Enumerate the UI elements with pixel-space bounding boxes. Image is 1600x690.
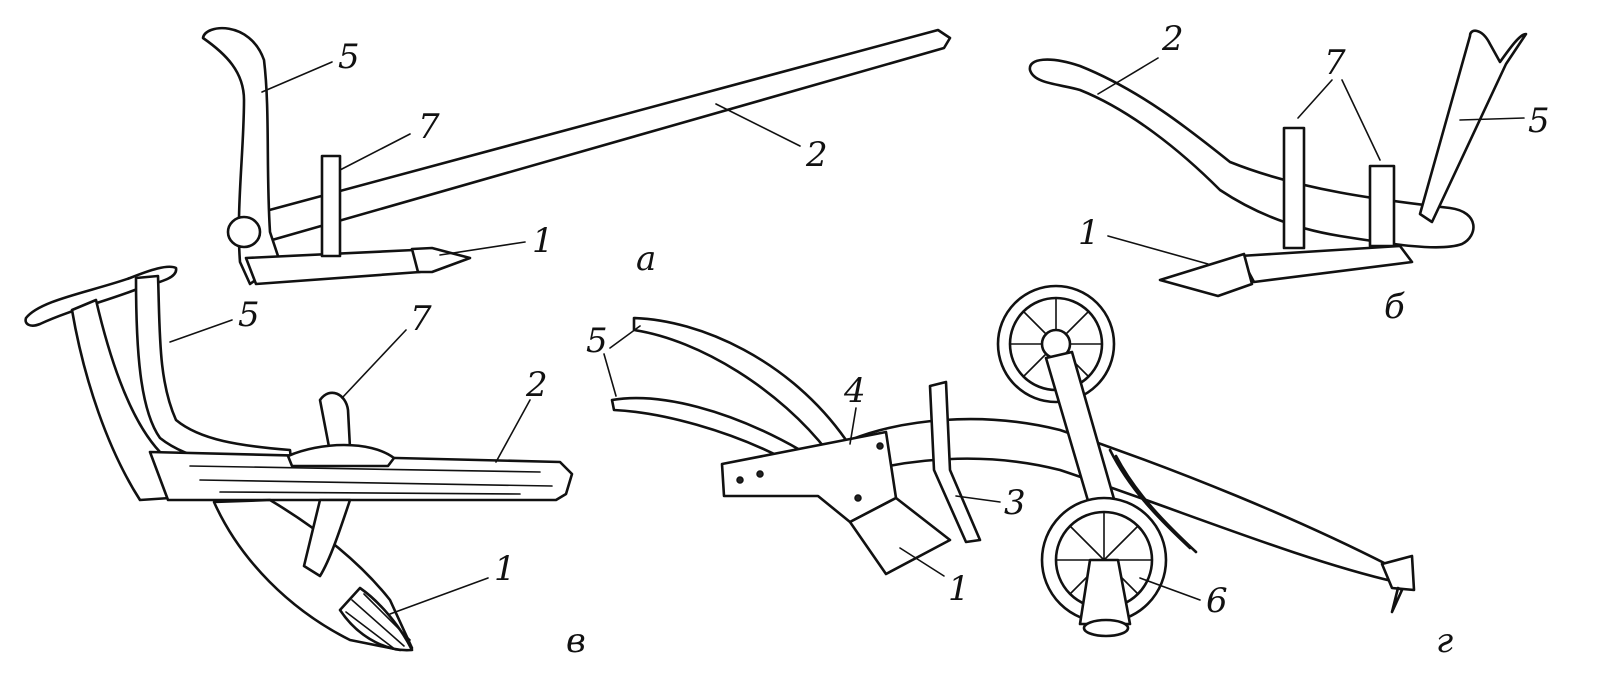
panel-g-rear-foot [1380,554,1416,592]
panel-v-plough: 5 7 2 1 в [24,265,586,661]
panel-b-handle [1418,29,1528,224]
panel-b-letter: б [1384,287,1405,327]
panel-g-label-handles: 5 [586,321,608,361]
panel-a-label-stand: 7 [418,107,440,147]
panel-v-stilt [70,298,172,502]
panel-b-plough: 2 7 5 1 б [1028,19,1550,327]
panel-a-handle [201,27,282,286]
panel-a-beam [260,28,952,242]
panel-b-stand-2 [1368,164,1396,248]
panel-g-label-coulter: 3 [1004,483,1026,523]
panel-v-label-handle: 5 [238,295,260,335]
panel-g-chain [1108,448,1198,554]
panel-b-label-share: 1 [1078,213,1100,253]
panel-g-label-mouldboard: 4 [843,371,866,411]
panel-g-mouldboard [720,430,898,524]
panel-v-share [338,586,414,652]
panel-a-plough: 5 7 2 1 а [201,27,952,286]
panel-b-beam [1028,58,1475,249]
panel-v-letter: в [566,621,586,661]
panel-b-stand-1 [1282,126,1306,250]
panel-b-label-stands: 7 [1324,43,1346,83]
panel-g-wheel-lower [1040,496,1168,638]
panel-g-label-wheels: 6 [1206,581,1228,621]
panel-g-plough: 5 4 3 1 6 г [586,284,1453,661]
panel-b-label-handle: 5 [1528,101,1550,141]
panel-v-label-beam: 2 [525,365,548,405]
panel-v-beam [148,450,574,502]
panel-g-wheel-upper [996,284,1116,404]
panel-a-label-beam: 2 [805,135,828,175]
panel-b-sole [1238,244,1414,284]
panel-b-share [1158,252,1254,298]
panel-a-label-share: 1 [532,221,554,261]
panel-v-label-share: 1 [494,549,516,589]
panel-a-stand [320,154,342,258]
panel-v-stand [318,391,352,454]
panel-a-label-handle: 5 [338,37,360,77]
panel-b-label-beam: 2 [1161,19,1184,59]
panel-v-brace [302,498,352,578]
panel-g-label-share: 1 [948,569,970,609]
panel-v-wedge [286,443,396,468]
panel-v-label-stand: 7 [410,299,432,339]
panel-a-share [410,246,472,274]
panel-g-share [848,496,952,576]
panel-a-letter: а [636,239,656,279]
panel-g-letter: г [1436,621,1453,661]
panel-v-handle [134,274,294,472]
panel-g-coulter [928,380,982,544]
panel-g-handle-lower [610,396,802,464]
panel-a-hub [226,215,262,249]
